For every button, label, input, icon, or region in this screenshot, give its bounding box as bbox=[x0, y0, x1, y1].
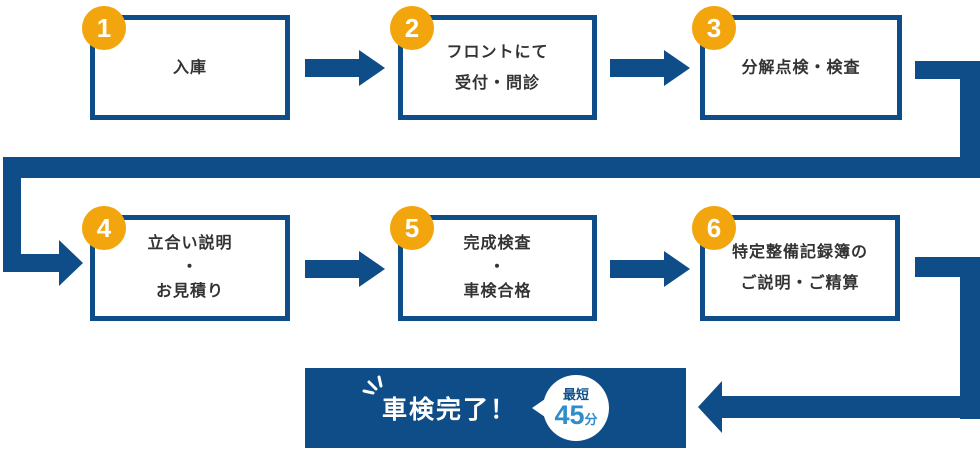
step-number-badge-3: 3 bbox=[692, 6, 736, 50]
sparkle-icon bbox=[362, 375, 383, 395]
step-number-badge-1: 1 bbox=[82, 6, 126, 50]
arrow-shaft bbox=[610, 260, 664, 278]
arrow-shaft bbox=[305, 59, 359, 77]
step-number-badge-4: 4 bbox=[82, 206, 126, 250]
badge-unit: 分 bbox=[584, 412, 598, 428]
arrow-head-right-icon bbox=[664, 251, 690, 287]
connector-segment bbox=[960, 257, 980, 419]
step-box-2: 2 フロントにて 受付・問診 bbox=[390, 6, 597, 120]
badge-tail bbox=[532, 399, 545, 417]
completion-label-wrap: 車検完了！ bbox=[362, 375, 517, 426]
step-box-6: 6 特定整備記録簿の ご説明・ご精算 bbox=[692, 206, 900, 321]
completion-label: 車検完了！ bbox=[381, 396, 517, 424]
badge-top-label: 最短 bbox=[562, 386, 589, 402]
arrow-shaft bbox=[305, 260, 359, 278]
step-label-5: 完成検査 ・ 車検合格 bbox=[463, 235, 532, 300]
step-number-badge-6: 6 bbox=[692, 206, 736, 250]
connector-segment bbox=[3, 157, 980, 178]
arrow-head-left-icon bbox=[698, 381, 722, 433]
connector-segment bbox=[960, 61, 980, 178]
arrow-head-right-icon bbox=[359, 251, 385, 287]
step-number-badge-2: 2 bbox=[390, 6, 434, 50]
badge-number: 45 bbox=[554, 400, 585, 431]
step-number-badge-5: 5 bbox=[390, 206, 434, 250]
step-label-1: 入庫 bbox=[172, 58, 207, 76]
step-box-1: 1 入庫 bbox=[82, 6, 290, 120]
step-label-3: 分解点検・検査 bbox=[741, 58, 861, 76]
step-box-5: 5 完成検査 ・ 車検合格 bbox=[390, 206, 597, 321]
step-box-3: 3 分解点検・検査 bbox=[692, 6, 902, 120]
step-label-2: フロントにて 受付・問診 bbox=[446, 43, 549, 92]
connector-segment bbox=[3, 254, 59, 272]
step-label-6: 特定整備記録簿の ご説明・ご精算 bbox=[731, 243, 868, 292]
arrow-head-right-icon bbox=[59, 240, 83, 286]
step-box-4: 4 立合い説明 ・ お見積り bbox=[82, 206, 290, 321]
connector-segment bbox=[3, 157, 21, 272]
arrow-head-right-icon bbox=[359, 50, 385, 86]
step-label-4: 立合い説明 ・ お見積り bbox=[147, 235, 233, 300]
arrow-shaft bbox=[610, 59, 664, 77]
connector-segment bbox=[722, 396, 980, 418]
arrow-head-right-icon bbox=[664, 50, 690, 86]
